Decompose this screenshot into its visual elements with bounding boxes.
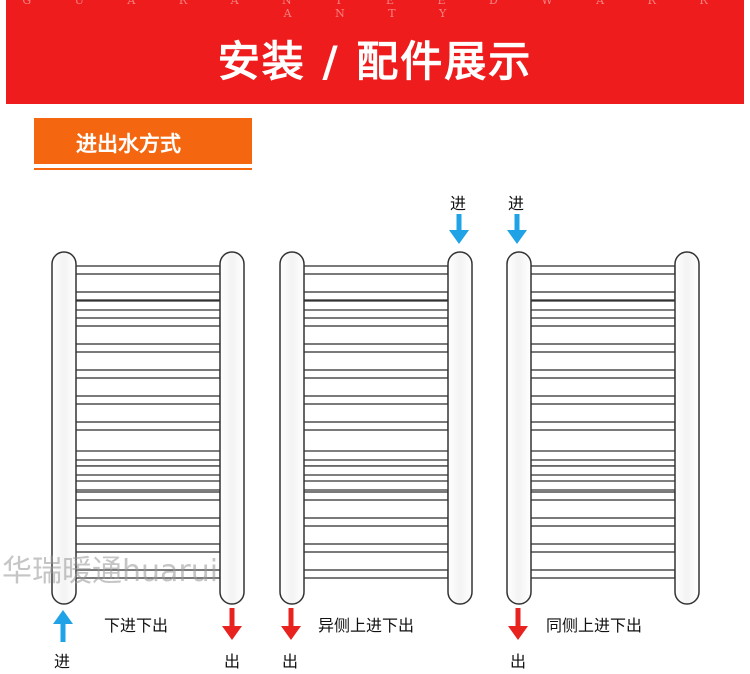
- inlet-label-1: 进: [54, 652, 71, 671]
- radiator-towel-bar: [287, 300, 465, 311]
- radiator-rung: [516, 543, 676, 553]
- radiator-rung: [61, 265, 221, 275]
- page-title: 安装 / 配件展示: [217, 37, 533, 86]
- radiator-rung: [516, 421, 676, 431]
- radiator-left-tube: [506, 251, 532, 605]
- radiator-rung: [61, 517, 221, 527]
- radiator-rung: [516, 369, 676, 379]
- radiator-rung: [516, 343, 676, 353]
- outlet-arrow-2: [281, 608, 301, 640]
- radiator-rung: [289, 569, 449, 579]
- panel-caption-1: 下进下出: [104, 616, 169, 635]
- watermark: 华瑞暖通huarui: [2, 554, 219, 589]
- radiator-towel-bar: [514, 300, 692, 311]
- radiator-rung: [289, 421, 449, 431]
- outlet-arrow-1-shaft: [229, 608, 235, 628]
- radiator-towel-bar: [287, 480, 465, 491]
- radiator-rung: [289, 343, 449, 353]
- radiator-towel-bar: [59, 465, 237, 476]
- outlet-label-3: 出: [510, 652, 527, 671]
- inlet-arrow-1: [53, 610, 73, 642]
- header-ghost-text: G U A R A N T E E D W A R R A N T Y: [22, 0, 728, 20]
- radiator-towel-bar: [514, 450, 692, 461]
- radiator-2: [279, 251, 473, 605]
- radiator-rung: [61, 491, 221, 501]
- section-tag-underline: [34, 168, 252, 170]
- radiator-rung: [289, 517, 449, 527]
- radiator-rung: [61, 421, 221, 431]
- radiator-rung: [289, 291, 449, 301]
- outlet-arrow-1: [222, 608, 242, 640]
- panel-caption-2: 异侧上进下出: [318, 616, 415, 635]
- radiator-towel-bar: [514, 465, 692, 476]
- radiator-towel-bar: [59, 480, 237, 491]
- radiator-left-tube: [51, 251, 77, 605]
- header-banner: G U A R A N T E E D W A R R A N T Y 安装 /…: [6, 0, 744, 104]
- radiator-rung: [516, 317, 676, 327]
- outlet-arrow-2-head: [281, 626, 301, 640]
- radiator-right-tube: [447, 251, 473, 605]
- radiator-rung: [289, 265, 449, 275]
- outlet-arrow-3-shaft: [515, 608, 521, 628]
- radiator-rung: [516, 569, 676, 579]
- outlet-label-1: 出: [224, 652, 241, 671]
- radiator-1: [51, 251, 245, 605]
- radiator-right-tube: [219, 251, 245, 605]
- radiator-rung: [61, 343, 221, 353]
- radiator-rung: [516, 517, 676, 527]
- radiator-left-tube: [279, 251, 305, 605]
- inlet-arrow-1-head: [53, 610, 73, 624]
- outlet-arrow-1-head: [222, 626, 242, 640]
- inlet-arrow-2: [449, 214, 469, 244]
- outlet-arrow-3: [508, 608, 528, 640]
- radiator-towel-bar: [287, 465, 465, 476]
- section-tag: 进出水方式: [34, 118, 252, 164]
- inlet-arrow-3-shaft: [514, 214, 520, 232]
- radiator-right-tube: [674, 251, 700, 605]
- radiator-rung: [289, 369, 449, 379]
- outlet-arrow-2-shaft: [288, 608, 294, 628]
- radiator-rung: [516, 291, 676, 301]
- radiator-towel-bar: [514, 480, 692, 491]
- radiator-towel-bar: [59, 300, 237, 311]
- inlet-arrow-2-head: [449, 230, 469, 244]
- radiator-rung: [61, 369, 221, 379]
- inlet-arrow-2-shaft: [456, 214, 462, 232]
- radiator-towel-bar: [59, 450, 237, 461]
- inlet-label-3: 进: [508, 194, 525, 213]
- inlet-arrow-3: [507, 214, 527, 244]
- radiator-rung: [289, 317, 449, 327]
- radiator-towel-bar: [287, 450, 465, 461]
- section-tag-label: 进出水方式: [76, 132, 181, 156]
- inlet-arrow-1-shaft: [60, 622, 66, 642]
- outlet-arrow-3-head: [508, 626, 528, 640]
- radiator-rung: [61, 395, 221, 405]
- radiator-rung: [289, 543, 449, 553]
- inlet-label-2: 进: [450, 194, 467, 213]
- outlet-label-2: 出: [282, 652, 299, 671]
- inlet-arrow-3-head: [507, 230, 527, 244]
- radiator-rung: [516, 265, 676, 275]
- radiator-rung: [289, 395, 449, 405]
- radiator-3: [506, 251, 700, 605]
- radiator-rung: [516, 491, 676, 501]
- radiator-rung: [516, 395, 676, 405]
- panel-caption-3: 同侧上进下出: [546, 616, 643, 635]
- radiator-rung: [289, 491, 449, 501]
- radiator-rung: [61, 317, 221, 327]
- radiator-rung: [61, 291, 221, 301]
